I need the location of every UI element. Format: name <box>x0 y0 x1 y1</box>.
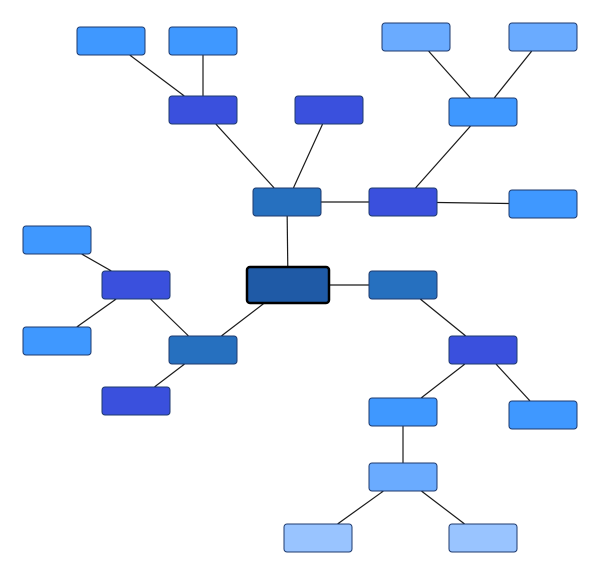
node-left-up-a[interactable] <box>22 225 92 255</box>
node-left-up-b[interactable] <box>22 326 92 356</box>
node-top[interactable] <box>252 187 322 217</box>
node-topleft[interactable] <box>168 95 238 125</box>
node-right-up-a[interactable] <box>381 22 451 52</box>
node-topleft-a[interactable] <box>76 26 146 56</box>
node-right-up-b[interactable] <box>508 22 578 52</box>
node-rd-leaf[interactable] <box>508 400 578 430</box>
node-right-up[interactable] <box>448 97 518 127</box>
node-topmid[interactable] <box>294 95 364 125</box>
edge-n-right-hub-to-n-right-up <box>402 111 484 203</box>
node-left-up[interactable] <box>101 270 171 300</box>
diagram-nodes <box>22 22 578 553</box>
node-rd-lower[interactable] <box>368 462 438 492</box>
edge-n-top-to-n-topmid <box>286 109 330 203</box>
node-rd-mid[interactable] <box>368 397 438 427</box>
root-node[interactable] <box>245 265 331 305</box>
node-rd-lower-a[interactable] <box>283 523 353 553</box>
node-right-leaf[interactable] <box>508 189 578 219</box>
node-right-hub[interactable] <box>368 187 438 217</box>
node-left-down[interactable] <box>101 386 171 416</box>
node-left[interactable] <box>168 335 238 365</box>
node-topleft-b[interactable] <box>168 26 238 56</box>
node-right-down[interactable] <box>448 335 518 365</box>
edge-n-top-to-n-topleft <box>202 109 288 203</box>
node-right[interactable] <box>368 270 438 300</box>
node-rd-lower-b[interactable] <box>448 523 518 553</box>
